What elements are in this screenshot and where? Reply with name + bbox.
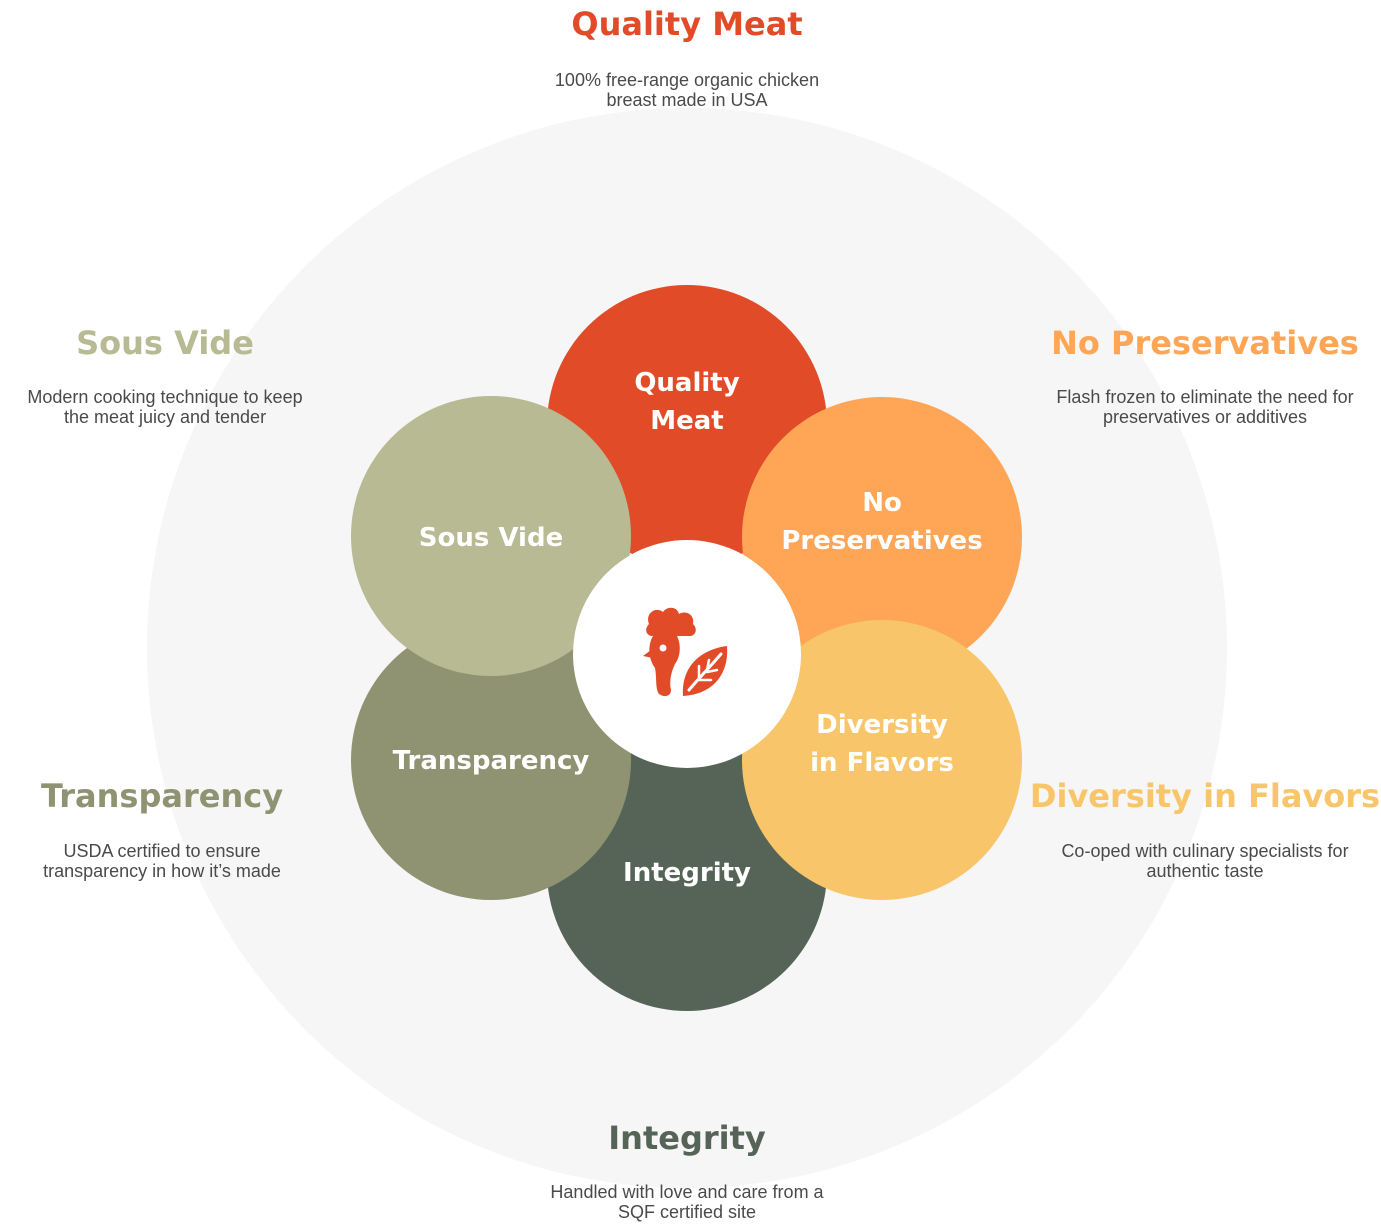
- feature-description-line: 100% free-range organic chicken: [554, 70, 820, 90]
- petal-label-integrity: Integrity: [623, 858, 751, 888]
- feature-description-line: breast made in USA: [606, 90, 768, 110]
- petal-label-line: Preservatives: [781, 526, 982, 556]
- petal-label-line: Quality: [634, 368, 739, 398]
- petal-label-line: Diversity: [816, 710, 948, 740]
- feature-description-line: transparency in how it’s made: [43, 861, 281, 881]
- petal-label-line: Sous Vide: [419, 523, 563, 553]
- rooster-leaf-icon: [643, 607, 728, 697]
- feature-description-line: authentic taste: [1146, 861, 1264, 881]
- petal-label-line: Meat: [650, 406, 723, 436]
- feature-title-sous-vide: Sous Vide: [76, 324, 254, 362]
- feature-description-line: preservatives or additives: [1102, 407, 1308, 427]
- petal-label-line: Integrity: [623, 858, 751, 888]
- feature-title-diversity-in-flavors: Diversity in Flavors: [1029, 777, 1381, 815]
- petal-label-sous-vide: Sous Vide: [419, 523, 563, 553]
- petal-label-transparency: Transparency: [393, 746, 590, 776]
- petal-sous-vide: [351, 396, 631, 676]
- petal-diversity-in-flavors: [742, 620, 1022, 900]
- feature-title-no-preservatives: No Preservatives: [1051, 324, 1359, 362]
- petal-transparency: [351, 620, 631, 900]
- petal-label-diversity-in-flavors: Diversity in Flavors: [810, 710, 954, 778]
- feature-title-quality-meat: Quality Meat: [571, 5, 803, 43]
- feature-title-transparency: Transparency: [40, 777, 284, 815]
- feature-title-integrity: Integrity: [608, 1119, 766, 1157]
- petal-no-preservatives: [742, 397, 1022, 677]
- petal-label-line: Transparency: [393, 746, 590, 776]
- feature-description-line: the meat juicy and tender: [63, 407, 267, 427]
- center-disc: [573, 540, 801, 768]
- feature-description-line: Handled with love and care from a: [550, 1182, 824, 1202]
- petal-label-line: No: [862, 488, 902, 518]
- feature-description-line: Flash frozen to eliminate the need for: [1056, 387, 1354, 407]
- feature-description-line: Modern cooking technique to keep: [27, 387, 303, 407]
- feature-description-line: USDA certified to ensure: [63, 841, 261, 861]
- feature-description-line: Co-oped with culinary specialists for: [1061, 841, 1349, 861]
- feature-description-line: SQF certified site: [617, 1202, 757, 1222]
- petal-label-line: in Flavors: [810, 748, 954, 778]
